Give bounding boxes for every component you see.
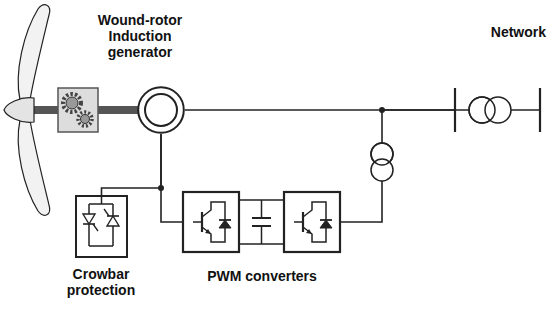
- turbine-blade: [18, 5, 49, 100]
- gear-teeth: [63, 94, 81, 112]
- transformer-winding: [469, 97, 495, 123]
- junction-dot: [158, 185, 164, 191]
- wire: [455, 109, 470, 111]
- junction-dot: [379, 107, 385, 113]
- node-label: Wound-rotor Induction generator: [90, 12, 190, 60]
- thyristor-gate: [104, 209, 109, 216]
- thyristor-lead: [88, 224, 90, 246]
- igbt-symbol: [294, 202, 332, 242]
- rotor-side-converter: [183, 192, 239, 252]
- turbine-hub: [4, 98, 34, 123]
- thyristor-lead: [88, 204, 90, 214]
- thyristor-gate: [93, 224, 98, 231]
- wire-connector: [161, 134, 183, 222]
- capacitor-lead: [261, 200, 263, 218]
- thyristor-lead: [112, 226, 114, 246]
- turbine-blade: [18, 120, 49, 215]
- node-label: Crowbar protection: [61, 266, 141, 298]
- capacitor-lead: [261, 226, 263, 244]
- converter-group: PWM converters: [183, 192, 340, 252]
- generator-circle: Wound-rotor Induction generator: [137, 86, 185, 134]
- wire-connector: [102, 134, 162, 195]
- capacitor-plate: [252, 225, 271, 227]
- wire-connector: [185, 109, 455, 111]
- rotor-circle: [145, 94, 177, 126]
- generator-outline: [137, 86, 185, 134]
- thyristor-lead: [112, 204, 114, 216]
- gear-teeth: [78, 112, 92, 126]
- transformer-winding: [485, 97, 511, 123]
- gearbox: [58, 88, 98, 132]
- wire-connector: [340, 110, 455, 222]
- node-label: Network: [455, 24, 550, 40]
- grid-side-converter: [284, 192, 340, 252]
- stator-circle: [138, 87, 184, 133]
- thyristor-symbol: [83, 214, 95, 224]
- crowbar-lead: [89, 245, 113, 247]
- gear: [81, 115, 90, 124]
- capacitor-plate: [252, 217, 271, 219]
- gear: [66, 97, 78, 109]
- node-label: PWM converters: [182, 268, 342, 284]
- busbar: [539, 88, 541, 132]
- thyristor-symbol: [107, 216, 119, 226]
- crowbar-box: Crowbar protection: [75, 195, 128, 258]
- wire: [509, 109, 540, 111]
- network-region: Network: [455, 20, 550, 140]
- crowbar-lead: [89, 203, 113, 205]
- igbt-symbol: [193, 202, 231, 242]
- transformer-winding: [371, 143, 393, 165]
